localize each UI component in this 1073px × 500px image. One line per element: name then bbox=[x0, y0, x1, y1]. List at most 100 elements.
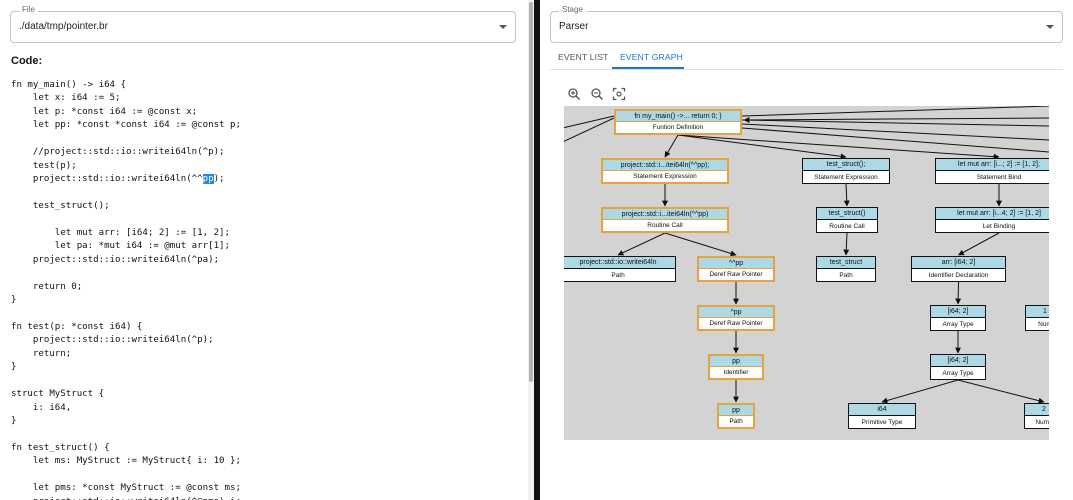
graph-node-title: ^^pp bbox=[699, 258, 773, 269]
code-line: let pa: *mut i64 := @mut arr[1]; bbox=[11, 241, 230, 252]
graph-node-title: let mut arr: [i...; 2] := [1, 2]; bbox=[936, 159, 1049, 171]
graph-node-title: project::std::i...itei64ln(^^pp) bbox=[603, 209, 727, 220]
zoom-out-icon[interactable] bbox=[590, 87, 604, 101]
code-line: struct MyStruct { bbox=[11, 389, 105, 400]
graph-node[interactable]: test_struct(); Statement Expression bbox=[802, 158, 890, 184]
code-line: let pp: *const *const i64 := @const p; bbox=[11, 120, 241, 131]
graph-node[interactable]: project::std::i...itei64ln(^^pp);Stateme… bbox=[601, 158, 729, 184]
stage-select-label: Stage bbox=[559, 5, 586, 14]
graph-node[interactable]: 1Num bbox=[1025, 305, 1049, 331]
code-line: let mut arr: [i64; 2] := [1, 2]; bbox=[11, 227, 230, 238]
active-tab-indicator bbox=[612, 67, 684, 69]
graph-edge bbox=[664, 134, 679, 158]
graph-node[interactable]: [i64; 2]Array Type bbox=[930, 354, 986, 380]
graph-edge bbox=[955, 281, 962, 305]
graph-node-kind: Statement Expression bbox=[814, 173, 878, 181]
code-line bbox=[11, 428, 241, 441]
graph-edge bbox=[741, 127, 1049, 153]
graph-node-kind: Statement Expression bbox=[633, 173, 697, 180]
code-line: let ms: MyStruct := MyStruct{ i: 10 }; bbox=[11, 456, 241, 467]
graph-node-title: arr: [i64; 2] bbox=[912, 257, 1005, 269]
code-line: project::std::io::writei64ln(^p); bbox=[11, 335, 214, 346]
code-view[interactable]: fn my_main() -> i64 { let x: i64 := 5; l… bbox=[11, 79, 241, 500]
stage-select[interactable]: Stage Parser bbox=[550, 5, 1063, 43]
graph-edge bbox=[743, 116, 1049, 123]
event-graph-canvas[interactable]: fn my_main() ->... return 0; } Funtion De… bbox=[564, 106, 1049, 440]
graph-node-kind: Array Type bbox=[942, 369, 974, 377]
graph-edge bbox=[881, 379, 959, 404]
graph-node-title: pp bbox=[719, 405, 753, 416]
graph-node-title: test_struct(); bbox=[803, 159, 889, 171]
code-line: i: i64, bbox=[11, 402, 72, 413]
code-line: return; bbox=[11, 348, 72, 359]
file-select-value: ./data/tmp/pointer.br bbox=[19, 21, 108, 32]
graph-node-title: project::std::io::writei64ln bbox=[564, 257, 675, 269]
graph-node-kind: Routine Call bbox=[647, 222, 683, 229]
code-line: fn test(p: *const i64) { bbox=[11, 321, 143, 332]
chevron-down-icon[interactable] bbox=[499, 25, 507, 29]
graph-node-kind: Deref Raw Pointer bbox=[709, 320, 763, 327]
graph-node-title: 1 bbox=[1026, 306, 1049, 318]
code-line: } bbox=[11, 362, 17, 373]
graph-node-kind: Deref Raw Pointer bbox=[709, 271, 763, 278]
graph-node-kind: Funtion Definition bbox=[652, 124, 704, 131]
graph-node-kind: Routine Call bbox=[829, 222, 865, 230]
code-line: } bbox=[11, 415, 17, 426]
graph-node-title: 2 bbox=[1025, 404, 1049, 416]
graph-node[interactable]: arr: [i64; 2] Identifier Declaration bbox=[911, 256, 1006, 282]
graph-edge bbox=[741, 123, 1049, 141]
code-line bbox=[11, 307, 241, 320]
graph-node[interactable]: 2Numb bbox=[1024, 403, 1049, 429]
code-text: ); bbox=[213, 174, 225, 185]
file-select[interactable]: File ./data/tmp/pointer.br bbox=[10, 5, 516, 43]
graph-node-title: test_struct bbox=[817, 257, 875, 269]
graph-edge bbox=[677, 134, 847, 160]
graph-node-title: pp bbox=[710, 356, 762, 367]
code-scrollbar-thumb[interactable] bbox=[529, 2, 533, 382]
graph-node-kind: Let Binding bbox=[982, 222, 1016, 230]
graph-node-kind: Array Type bbox=[942, 320, 974, 328]
graph-edge bbox=[664, 232, 737, 257]
event-panel: Stage Parser EVENT LIST EVENT GRAPH fn m… bbox=[540, 0, 1073, 500]
graph-node-title: fn my_main() ->... return 0; } bbox=[616, 111, 740, 122]
code-line bbox=[11, 267, 241, 280]
graph-node-kind: Statement Bind bbox=[976, 173, 1022, 181]
graph-node[interactable]: fn my_main() ->... return 0; } Funtion De… bbox=[614, 109, 742, 135]
tab-event-graph[interactable]: EVENT GRAPH bbox=[620, 52, 683, 62]
graph-node[interactable]: project::std::i...itei64ln(^^pp)Routine … bbox=[601, 207, 729, 233]
graph-edge bbox=[843, 183, 850, 207]
code-line bbox=[11, 375, 241, 388]
fit-screen-icon[interactable] bbox=[612, 87, 626, 101]
code-line: project::std::io::writei64ln(^^pp); bbox=[11, 173, 241, 186]
code-line bbox=[11, 187, 241, 200]
panel-divider[interactable] bbox=[534, 0, 540, 500]
code-line: } bbox=[11, 295, 17, 305]
graph-node[interactable]: let mut arr: [i...4; 2] := [1, 2]Let Bin… bbox=[935, 207, 1049, 233]
code-line: test_struct(); bbox=[11, 200, 110, 211]
graph-node[interactable]: test_struct()Routine Call bbox=[816, 207, 878, 233]
graph-edge bbox=[564, 115, 615, 129]
graph-node-kind: Num bbox=[1038, 320, 1049, 328]
graph-node-kind: Numb bbox=[1035, 418, 1049, 426]
graph-node[interactable]: [i64; 2]Array Type bbox=[930, 305, 986, 331]
code-text: project::std::io::writei64ln(^^ bbox=[11, 174, 203, 185]
code-line: project::std::io::writei64ln(^@pms).i; bbox=[11, 496, 241, 500]
code-line: return 0; bbox=[11, 281, 83, 292]
graph-node-kind: Identifier Declaration bbox=[928, 271, 989, 279]
graph-node[interactable]: let mut arr: [i...; 2] := [1, 2]; Stateme… bbox=[935, 158, 1049, 184]
stage-select-value: Parser bbox=[559, 21, 589, 32]
chevron-down-icon[interactable] bbox=[1046, 25, 1054, 29]
zoom-in-icon[interactable] bbox=[567, 87, 581, 101]
graph-edge bbox=[957, 379, 1045, 404]
code-panel: File ./data/tmp/pointer.br Code: fn my_m… bbox=[0, 0, 528, 500]
tab-event-list[interactable]: EVENT LIST bbox=[558, 52, 609, 62]
graph-edge bbox=[843, 232, 850, 256]
code-line: fn test_struct() { bbox=[11, 442, 110, 453]
